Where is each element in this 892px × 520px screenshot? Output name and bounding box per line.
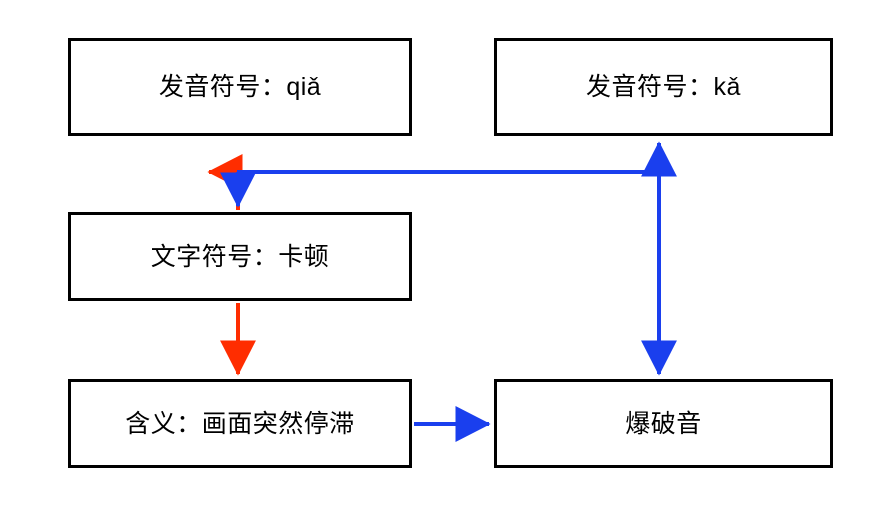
node-pronunciation-ka[interactable]: 发音符号：kǎ xyxy=(494,38,833,136)
node-plosive[interactable]: 爆破音 xyxy=(494,379,833,468)
node-label: 发音符号：qiǎ xyxy=(158,73,322,101)
node-label: 文字符号：卡顿 xyxy=(150,242,330,271)
node-written-form[interactable]: 文字符号：卡顿 xyxy=(68,212,412,301)
node-meaning[interactable]: 含义：画面突然停滞 xyxy=(68,379,412,468)
node-label: 爆破音 xyxy=(625,409,702,438)
node-pronunciation-qia[interactable]: 发音符号：qiǎ xyxy=(68,38,412,136)
node-label: 含义：画面突然停滞 xyxy=(125,409,355,438)
node-label: 发音符号：kǎ xyxy=(586,73,741,101)
